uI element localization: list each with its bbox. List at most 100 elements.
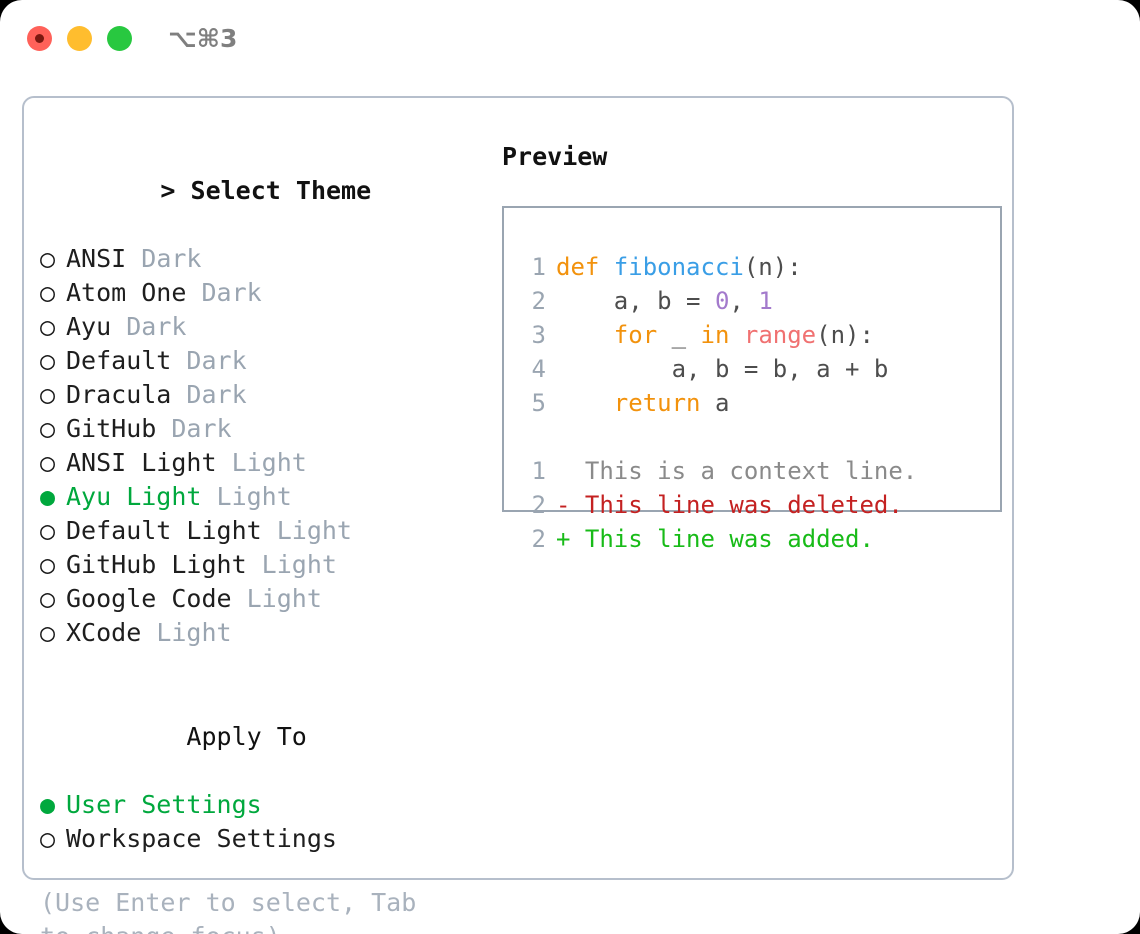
diff-text: This is a context line.: [584, 457, 918, 485]
theme-option-label: GitHub Light: [66, 550, 262, 579]
diff-marker: [556, 457, 585, 485]
theme-option-label: Default Light: [66, 516, 277, 545]
theme-option-label: ANSI: [66, 244, 142, 273]
code-token: in: [700, 321, 730, 349]
theme-option-kind: Light: [276, 516, 352, 545]
theme-option-kind: Dark: [141, 244, 202, 273]
theme-option-ayu[interactable]: ○ Ayu Dark: [40, 310, 500, 344]
theme-option-kind: Light: [246, 584, 322, 613]
theme-option-google-code[interactable]: ○ Google Code Light: [40, 582, 500, 616]
code-line: 2 a, b = 0, 1: [522, 284, 917, 318]
apply-to-title: Apply To: [186, 722, 307, 751]
code-line: 3 for _ in range(n):: [522, 318, 917, 352]
diff-text: This line was deleted.: [584, 491, 903, 519]
code-line: 1 def fibonacci(n):: [522, 250, 917, 284]
code-token: range: [743, 321, 817, 349]
code-token: a, b = b, a + b: [556, 355, 889, 383]
apply-option-workspace-settings[interactable]: ○Workspace Settings: [40, 822, 500, 856]
code-token: _: [657, 321, 701, 349]
code-token: ,: [729, 287, 759, 315]
apply-to-heading: Apply To: [40, 686, 500, 788]
main-panel: > Select Theme ○ANSI Dark○Atom One Dark○…: [22, 96, 1014, 934]
theme-option-github-light[interactable]: ○ GitHub Light Light: [40, 548, 500, 582]
close-button[interactable]: [27, 26, 52, 51]
shortcut-label: ⌥⌘3: [168, 24, 238, 53]
diff-line-number: 1: [531, 457, 546, 485]
theme-option-dracula[interactable]: ○ Dracula Dark: [40, 378, 500, 412]
theme-option-label: Dracula: [66, 380, 187, 409]
diff-line: 2+ This line was added.: [522, 522, 917, 556]
code-line-number: 1: [531, 253, 546, 281]
radio-unselected-icon: ○: [40, 244, 56, 273]
diff-marker: -: [556, 491, 585, 519]
theme-option-label: XCode: [66, 618, 157, 647]
radio-selected-icon: ●: [40, 482, 56, 511]
code-line: 4 a, b = b, a + b: [522, 352, 917, 386]
apply-option-user-settings[interactable]: ●User Settings: [40, 788, 500, 822]
radio-unselected-icon: ○: [40, 312, 56, 341]
theme-option-label: Google Code: [66, 584, 247, 613]
code-line: 5 return a: [522, 386, 917, 420]
code-token: 1: [758, 287, 773, 315]
theme-list: ○ANSI Dark○Atom One Dark○Ayu Dark○Defaul…: [40, 242, 500, 650]
radio-unselected-icon: ○: [40, 516, 56, 545]
maximize-button[interactable]: [107, 26, 132, 51]
theme-option-default-light[interactable]: ○ Default Light Light: [40, 514, 500, 548]
radio-unselected-icon: ○: [40, 550, 56, 579]
theme-option-kind: Light: [261, 550, 337, 579]
code-token: fibonacci: [613, 253, 744, 281]
code-token: a, b =: [556, 287, 715, 315]
code-token: for: [613, 321, 658, 349]
preview-heading: Preview: [502, 142, 608, 171]
theme-option-label: Atom One: [66, 278, 202, 307]
code-token: a: [700, 389, 730, 417]
apply-to-indent: [160, 720, 186, 754]
radio-unselected-icon: ○: [40, 618, 56, 647]
select-theme-heading: > Select Theme: [40, 140, 500, 242]
diff-marker: +: [556, 525, 585, 553]
theme-option-label: Ayu: [66, 312, 127, 341]
code-token: def: [556, 253, 614, 281]
keyboard-hint: (Use Enter to select, Tab to change focu…: [40, 888, 417, 934]
theme-option-xcode[interactable]: ○ XCode Light: [40, 616, 500, 650]
theme-option-kind: Dark: [186, 346, 247, 375]
code-token: (n):: [816, 321, 874, 349]
minimize-button[interactable]: [67, 26, 92, 51]
theme-option-default[interactable]: ○ Default Dark: [40, 344, 500, 378]
radio-unselected-icon: ○: [40, 414, 56, 443]
theme-option-ansi[interactable]: ○ ANSI Dark: [40, 242, 500, 276]
theme-selection-column: > Select Theme ○ANSI Dark○Atom One Dark○…: [40, 140, 500, 934]
radio-unselected-icon: ○: [40, 448, 56, 477]
code-token: [556, 321, 614, 349]
title-bar: ⌥⌘3: [0, 0, 1140, 78]
theme-option-kind: Light: [156, 618, 232, 647]
code-line-number: 3: [531, 321, 546, 349]
preview-column: Preview: [502, 140, 1002, 174]
code-token: return: [613, 389, 701, 417]
radio-unselected-icon: ○: [40, 584, 56, 613]
theme-option-ayu-light[interactable]: ●Ayu Light Light: [40, 480, 500, 514]
focus-caret-icon: >: [160, 176, 191, 205]
code-token: 0: [714, 287, 730, 315]
theme-option-atom-one[interactable]: ○Atom One Dark: [40, 276, 500, 310]
theme-option-github[interactable]: ○GitHub Dark: [40, 412, 500, 446]
code-line-number: 5: [531, 389, 546, 417]
theme-option-label: ANSI Light: [66, 448, 232, 477]
theme-option-ansi-light[interactable]: ○ANSI Light Light: [40, 446, 500, 480]
diff-text: This line was added.: [584, 525, 874, 553]
radio-unselected-icon: ○: [40, 380, 56, 409]
apply-to-list: ●User Settings○Workspace Settings: [40, 788, 500, 856]
code-token: (n):: [743, 253, 802, 281]
code-token: [556, 389, 614, 417]
radio-unselected-icon: ○: [40, 346, 56, 375]
theme-option-kind: Dark: [186, 380, 247, 409]
theme-option-label: Default: [66, 346, 187, 375]
theme-option-label: GitHub: [66, 414, 172, 443]
theme-option-kind: Dark: [201, 278, 262, 307]
theme-option-kind: Dark: [126, 312, 187, 341]
radio-unselected-icon: ○: [40, 824, 56, 853]
code-blank-line: [522, 420, 917, 454]
